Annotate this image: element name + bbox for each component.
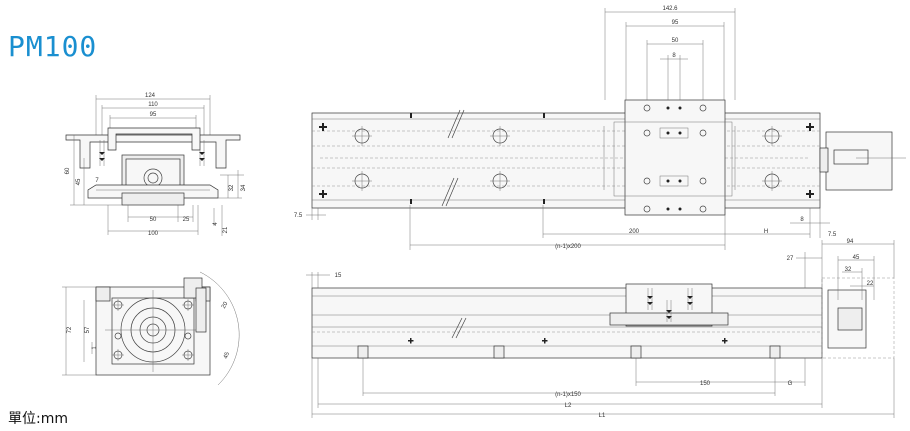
dim-22: 22 (867, 281, 874, 287)
dim-n1x200: (n-1)x200 (555, 244, 581, 250)
top-view: 142.6 95 50 8 7.5 200 (n-1)x200 H 8 7.5 (294, 6, 906, 250)
end-view-screw-holes (112, 299, 194, 361)
unit-label: 單位:mm (8, 411, 68, 427)
dim-8-top: 8 (672, 53, 676, 59)
dim-45-side: 45 (853, 255, 860, 261)
dim-95-top: 95 (672, 20, 679, 26)
dim-n1x150: (n-1)x150 (555, 392, 581, 398)
dim-50: 50 (150, 217, 157, 223)
dim-20: 20 (221, 301, 230, 310)
dim-60: 60 (65, 167, 71, 174)
dim-7: 7 (95, 178, 99, 184)
dim-95: 95 (150, 112, 157, 118)
dim-142-6: 142.6 (662, 6, 678, 12)
dim-L2: L2 (565, 403, 572, 409)
dim-100: 100 (148, 231, 159, 237)
dim-200: 200 (629, 229, 640, 235)
dim-21: 21 (223, 226, 229, 233)
dim-45-angle: 45 (223, 351, 231, 360)
dim-G: G (788, 381, 793, 387)
dim-H: H (764, 229, 768, 235)
dim-15: 15 (335, 273, 342, 279)
dim-27: 27 (787, 256, 794, 262)
side-view: 15 27 94 45 32 22 150 (n-1)x150 G L2 (306, 239, 895, 419)
dim-8-right: 8 (800, 217, 804, 223)
dim-110: 110 (148, 102, 158, 108)
dim-4: 4 (213, 222, 219, 226)
carriage-holes (643, 104, 707, 213)
dim-57: 57 (85, 326, 91, 333)
dim-45: 45 (76, 178, 82, 185)
dim-1: 1 (92, 346, 98, 350)
dim-25: 25 (183, 217, 190, 223)
dim-94: 94 (847, 239, 854, 245)
page-title: PM100 (8, 30, 98, 63)
dim-124: 124 (145, 93, 156, 99)
dim-L1: L1 (599, 413, 606, 419)
dim-150: 150 (700, 381, 711, 387)
end-view: 72 57 1 20 45 (62, 271, 240, 386)
dim-72: 72 (67, 326, 73, 333)
top-view-holes (352, 126, 782, 191)
dim-32: 32 (229, 184, 235, 191)
front-view: 124 110 95 50 25 100 60 45 7 32 34 4 21 (65, 93, 247, 237)
dim-7-5-right: 7.5 (828, 232, 837, 238)
dim-50-top: 50 (672, 38, 679, 44)
dim-34: 34 (241, 184, 247, 191)
dim-7-5-left: 7.5 (294, 213, 303, 219)
dim-32-side: 32 (845, 267, 852, 273)
